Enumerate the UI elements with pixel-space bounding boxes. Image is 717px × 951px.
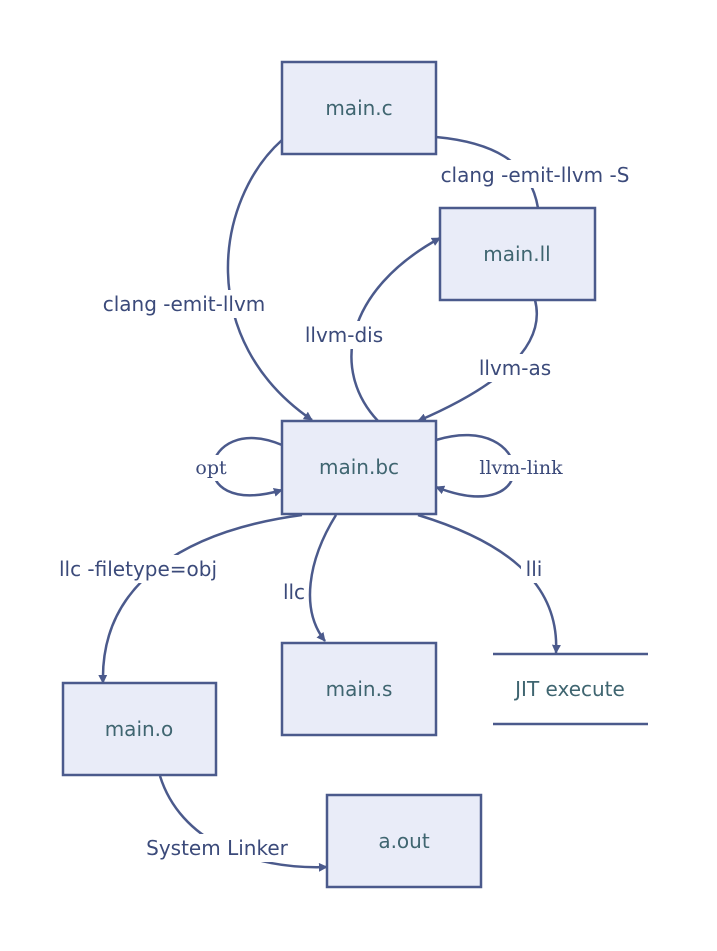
node-main-c-label: main.c <box>325 96 392 120</box>
edge-label-bc-to-s: llc <box>283 580 305 604</box>
node-jit-label: JIT execute <box>513 677 625 701</box>
node-main-s: main.s <box>280 641 438 737</box>
node-main-ll-label: main.ll <box>483 242 550 266</box>
node-main-o: main.o <box>61 681 218 777</box>
node-jit-execute: JIT execute <box>493 652 648 726</box>
node-a-out-label: a.out <box>378 829 430 853</box>
node-main-ll: main.ll <box>438 206 597 302</box>
edge-c-to-ll <box>435 135 540 209</box>
node-main-s-label: main.s <box>326 677 393 701</box>
node-main-o-label: main.o <box>105 717 174 741</box>
node-a-out: a.out <box>325 793 483 889</box>
edge-label-c-to-bc: clang -emit-llvm <box>103 292 266 316</box>
edge-bc-to-o <box>98 513 303 684</box>
edge-label-ll-to-bc: llvm-as <box>479 356 551 380</box>
edge-label-llvm-link: llvm-link <box>479 457 563 479</box>
edge-label-c-to-ll: clang -emit-llvm -S <box>441 163 630 187</box>
edge-label-opt: opt <box>195 457 227 479</box>
edge-label-bc-to-ll: llvm-dis <box>305 323 383 347</box>
edge-bc-to-jit <box>417 513 561 654</box>
edge-label-bc-to-o: llc -filetype=obj <box>59 557 217 581</box>
node-main-bc-label: main.bc <box>319 455 399 479</box>
node-main-c: main.c <box>280 60 438 156</box>
node-main-bc: main.bc <box>280 419 438 516</box>
edge-bc-to-s <box>308 514 338 642</box>
edge-c-to-bc <box>226 139 313 422</box>
edge-label-o-to-out: System Linker <box>146 836 288 860</box>
edge-label-bc-to-jit: lli <box>526 557 543 581</box>
